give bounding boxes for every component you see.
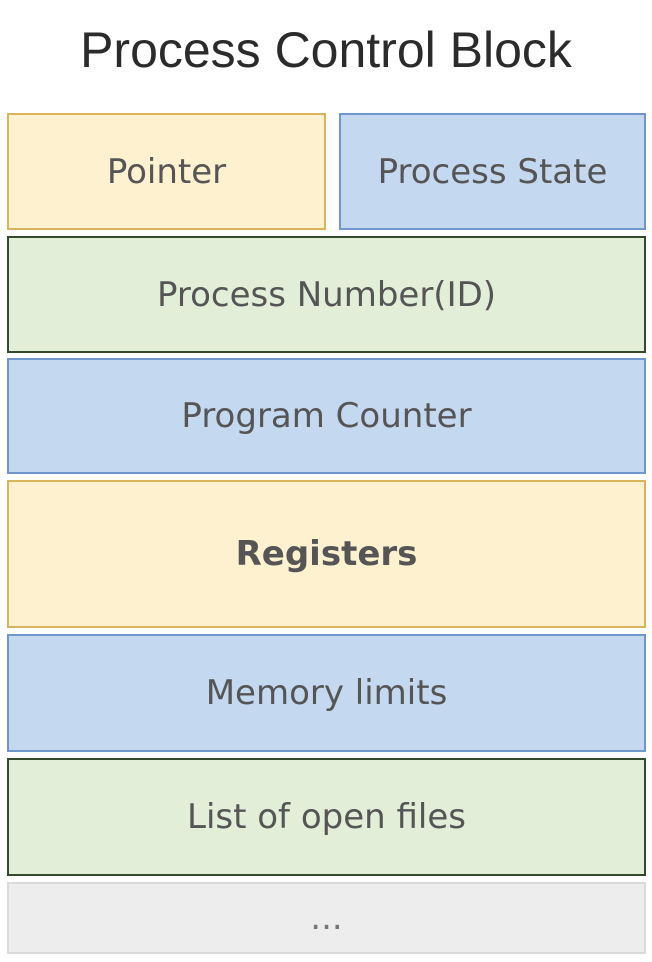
pcb-field-more-label: ... <box>310 898 343 938</box>
pcb-field-memory-limits-label: Memory limits <box>205 673 448 713</box>
pcb-field-process-state-label: Process State <box>377 151 608 192</box>
pcb-field-process-number-label: Process Number(ID) <box>156 274 497 315</box>
pcb-field-open-files-label: List of open files <box>187 797 466 837</box>
pcb-field-process-state: Process State <box>339 113 646 230</box>
pcb-field-memory-limits: Memory limits <box>7 634 646 752</box>
diagram-title: Process Control Block <box>80 22 572 78</box>
pcb-field-process-number: Process Number(ID) <box>7 236 646 353</box>
pcb-field-pointer: Pointer <box>7 113 326 230</box>
pcb-field-more: ... <box>7 882 646 954</box>
pcb-field-program-counter-label: Program Counter <box>181 396 472 436</box>
pcb-field-registers-label: Registers <box>235 534 418 574</box>
pcb-field-registers: Registers <box>7 480 646 628</box>
pcb-field-pointer-label: Pointer <box>106 151 227 192</box>
pcb-field-open-files: List of open files <box>7 758 646 876</box>
pcb-field-program-counter: Program Counter <box>7 358 646 474</box>
